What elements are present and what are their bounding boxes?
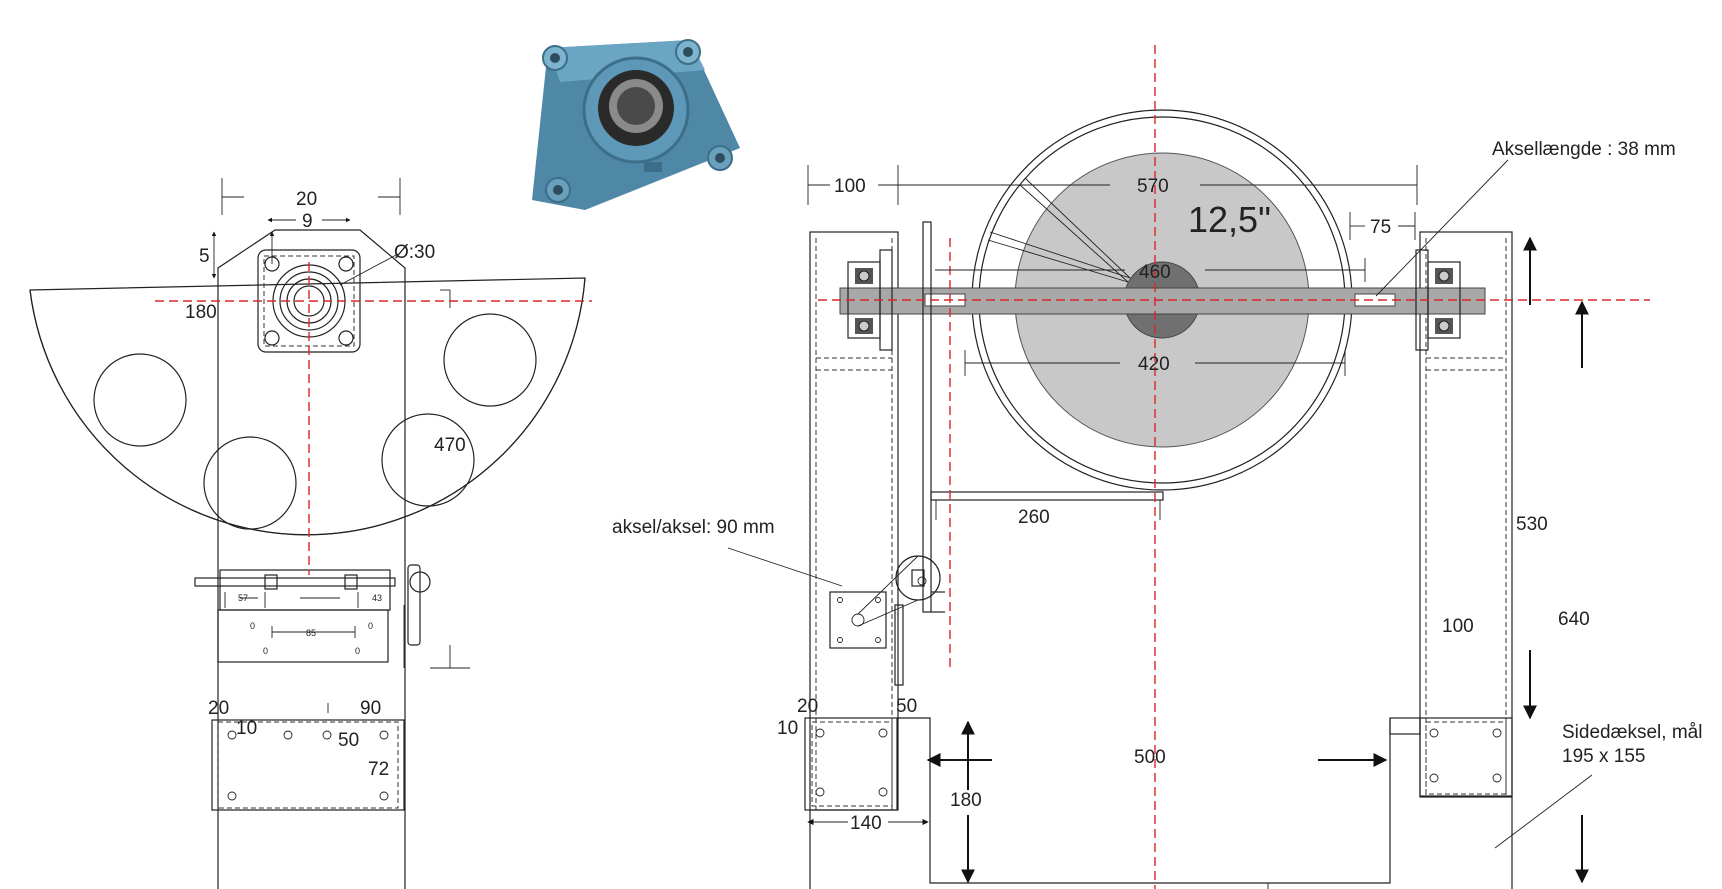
- front-dim-140: 140: [850, 813, 882, 834]
- side-zero-d: 0: [355, 646, 360, 656]
- front-dim-100: 100: [834, 176, 866, 197]
- side-dim-10: 10: [236, 718, 257, 739]
- side-view: [29, 178, 592, 889]
- side-dim-43: 43: [372, 593, 382, 603]
- axle-distance-note: aksel/aksel: 90 mm: [612, 517, 775, 538]
- side-cover-note-line1: Sidedæksel, mål: [1562, 722, 1702, 743]
- side-dim-470: 470: [434, 435, 466, 456]
- front-dim-570: 570: [1137, 176, 1169, 197]
- front-dim-50: 50: [896, 696, 917, 717]
- front-dim-180: 180: [950, 790, 982, 811]
- side-dim-72: 72: [368, 759, 389, 780]
- side-dim-57: 57: [238, 593, 248, 603]
- flange-bearing-photo: [532, 39, 740, 210]
- side-zero-a: 0: [250, 621, 255, 631]
- side-dim-50: 50: [338, 730, 359, 751]
- side-dim-20: 20: [296, 189, 317, 210]
- front-view: [727, 45, 1650, 889]
- front-dim-420: 420: [1138, 354, 1170, 375]
- front-dim-640: 640: [1558, 609, 1590, 630]
- front-dim-10: 10: [777, 718, 798, 739]
- front-dim-100b: 100: [1442, 616, 1474, 637]
- front-dim-75: 75: [1370, 217, 1391, 238]
- wheel-size-label: 12,5": [1188, 199, 1271, 240]
- front-dim-500: 500: [1134, 747, 1166, 768]
- side-dim-9: 9: [302, 211, 313, 232]
- shaft-length-note: Aksellængde : 38 mm: [1492, 139, 1676, 160]
- side-dim-85: 85: [306, 628, 316, 638]
- side-dim-90: 90: [360, 698, 381, 719]
- side-dim-20b: 20: [208, 698, 229, 719]
- side-dim-diameter: Ø:30: [394, 242, 435, 263]
- front-dim-260: 260: [1018, 507, 1050, 528]
- side-dim-180: 180: [185, 302, 217, 323]
- front-dim-460: 460: [1139, 262, 1171, 283]
- side-zero-c: 0: [263, 646, 268, 656]
- dimension-arrows: [926, 236, 1589, 884]
- side-dim-5: 5: [199, 246, 210, 267]
- side-cover-note-line2: 195 x 155: [1562, 746, 1645, 767]
- front-dim-20: 20: [797, 696, 818, 717]
- side-zero-b: 0: [368, 621, 373, 631]
- front-dim-530: 530: [1516, 514, 1548, 535]
